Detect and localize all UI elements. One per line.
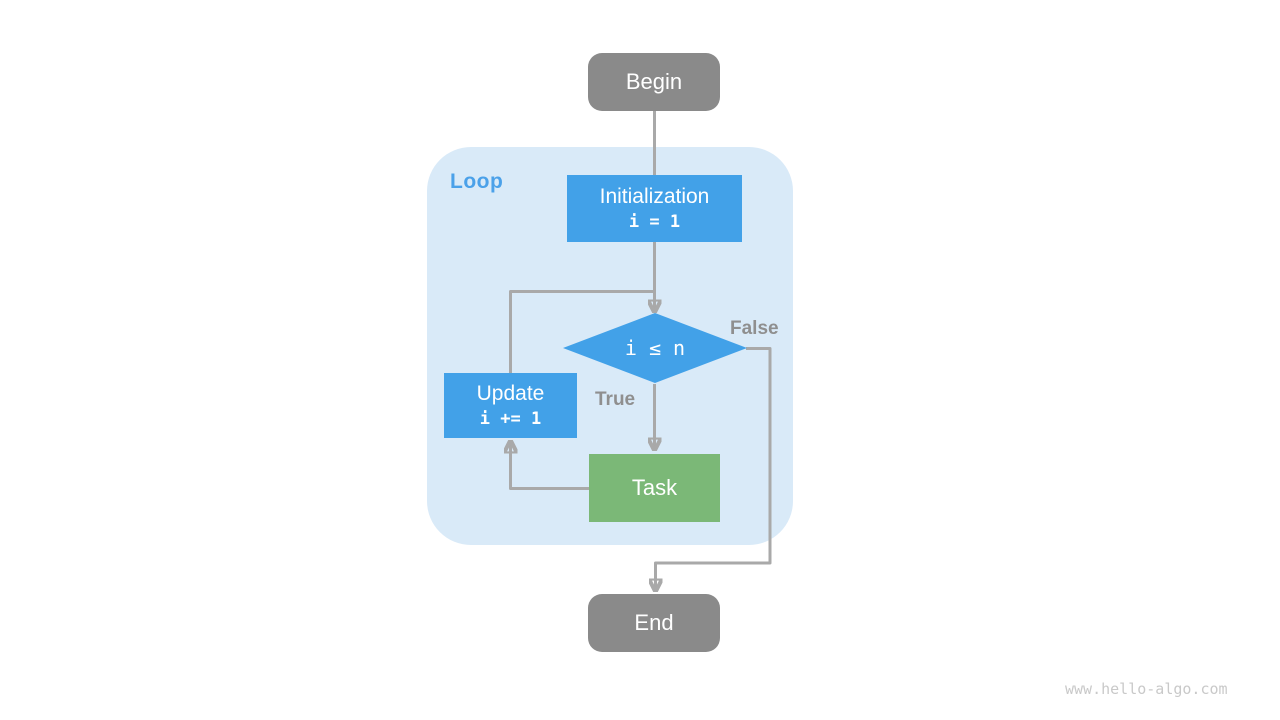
loop-group-label: Loop: [450, 170, 504, 193]
node-initialization: Initialization i = 1: [567, 175, 742, 242]
watermark-url: www.hello-algo.com: [1065, 680, 1228, 698]
node-task-label: Task: [631, 475, 678, 501]
node-initialization-code: i = 1: [628, 212, 681, 232]
node-update-label: Update: [476, 381, 545, 405]
node-update-code: i += 1: [479, 409, 542, 429]
edge-label-true: True: [595, 389, 636, 410]
edge-label-false: False: [730, 318, 779, 339]
node-condition-label: i ≤ n: [624, 336, 686, 360]
node-task: Task: [589, 454, 720, 522]
node-condition-diamond: i ≤ n: [563, 313, 747, 383]
node-begin-label: Begin: [625, 69, 683, 95]
node-end: End: [588, 594, 720, 652]
diamond-shape: [563, 313, 747, 383]
node-end-label: End: [634, 610, 674, 636]
node-begin: Begin: [588, 53, 720, 111]
node-initialization-label: Initialization: [599, 184, 710, 208]
node-update: Update i += 1: [444, 373, 577, 438]
